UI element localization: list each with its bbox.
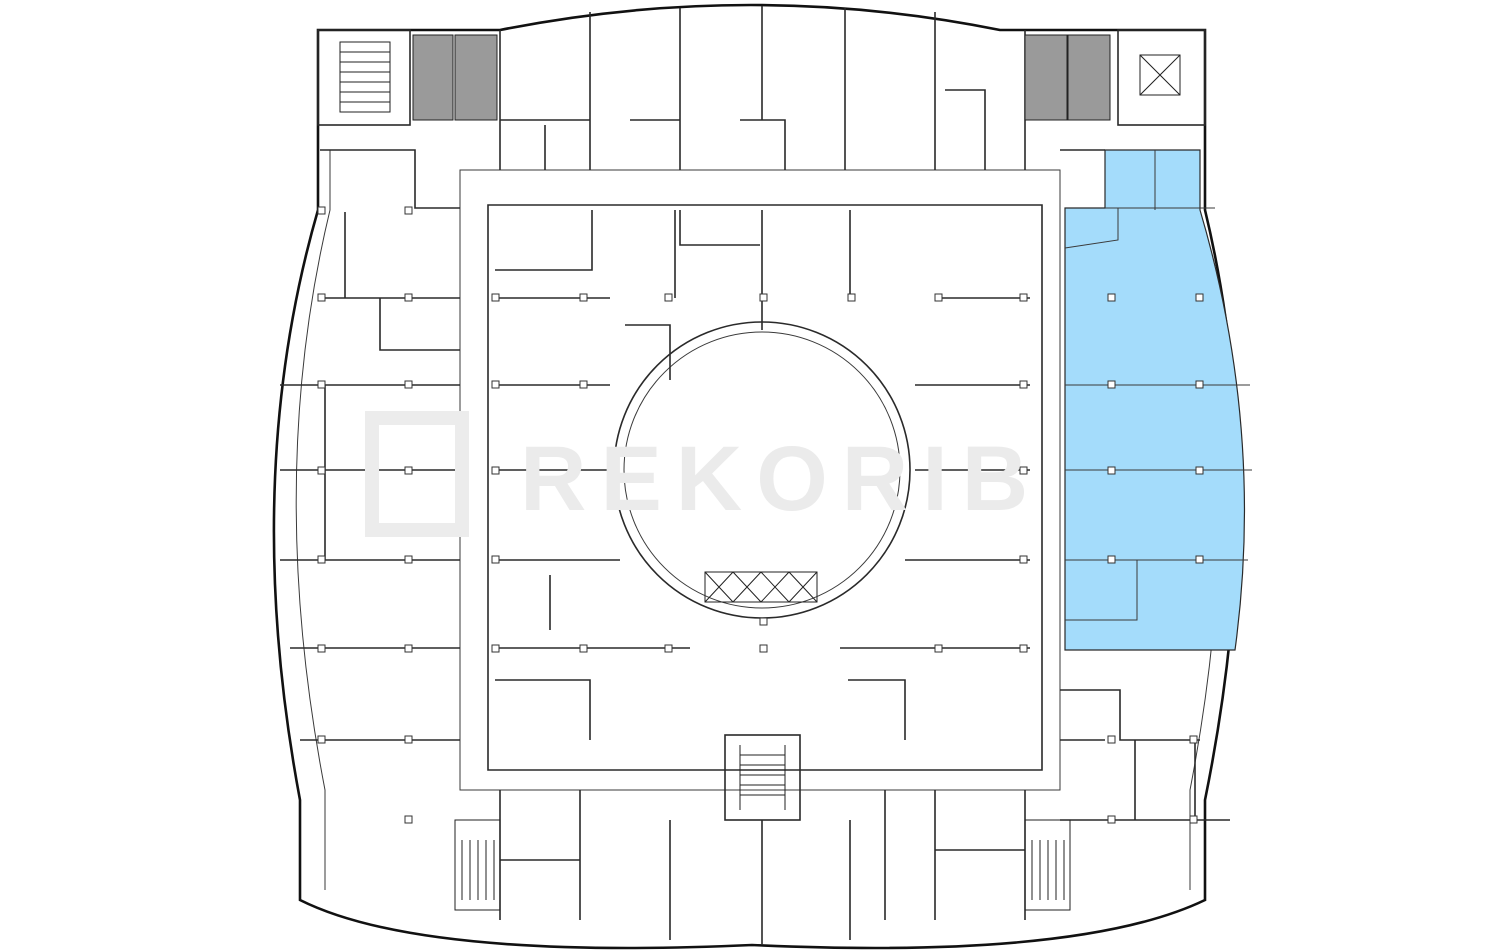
watermark-text: REKORIB <box>520 428 1042 530</box>
inner-ring-rooms <box>495 210 1030 740</box>
building-outline <box>272 3 1239 950</box>
corridor-ring <box>459 169 1061 791</box>
highlighted-unit[interactable] <box>1064 149 1246 651</box>
watermark: REKORIB <box>365 411 1042 537</box>
ne-core <box>1024 29 1206 126</box>
highlighted-unit-partitions <box>1064 150 1252 621</box>
nw-core <box>317 29 498 126</box>
east-wing-rooms <box>1060 149 1230 821</box>
se-stair <box>1024 819 1071 911</box>
sw-stair <box>454 819 501 911</box>
elevator-shafts <box>704 571 818 603</box>
structural-columns <box>317 206 1204 824</box>
